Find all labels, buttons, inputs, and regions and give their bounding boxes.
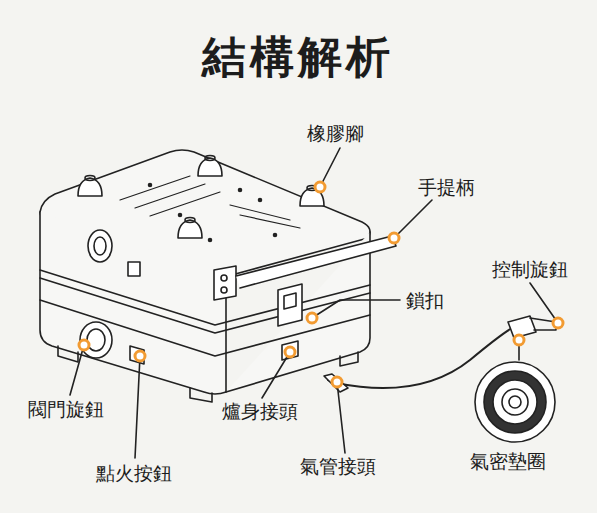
part-label: 鎖扣 — [406, 289, 444, 312]
part-label: 點火按鈕 — [96, 462, 172, 485]
part-label: 閥門旋鈕 — [28, 398, 104, 421]
part-label: 控制旋鈕 — [492, 258, 568, 281]
part-label: 氣管接頭 — [300, 455, 376, 478]
part-label: 氣密墊圈 — [470, 450, 546, 473]
part-label: 爐身接頭 — [222, 400, 298, 423]
title: 結構解析 — [202, 28, 394, 87]
part-label: 橡膠腳 — [307, 122, 364, 145]
part-label: 手提柄 — [418, 176, 475, 199]
